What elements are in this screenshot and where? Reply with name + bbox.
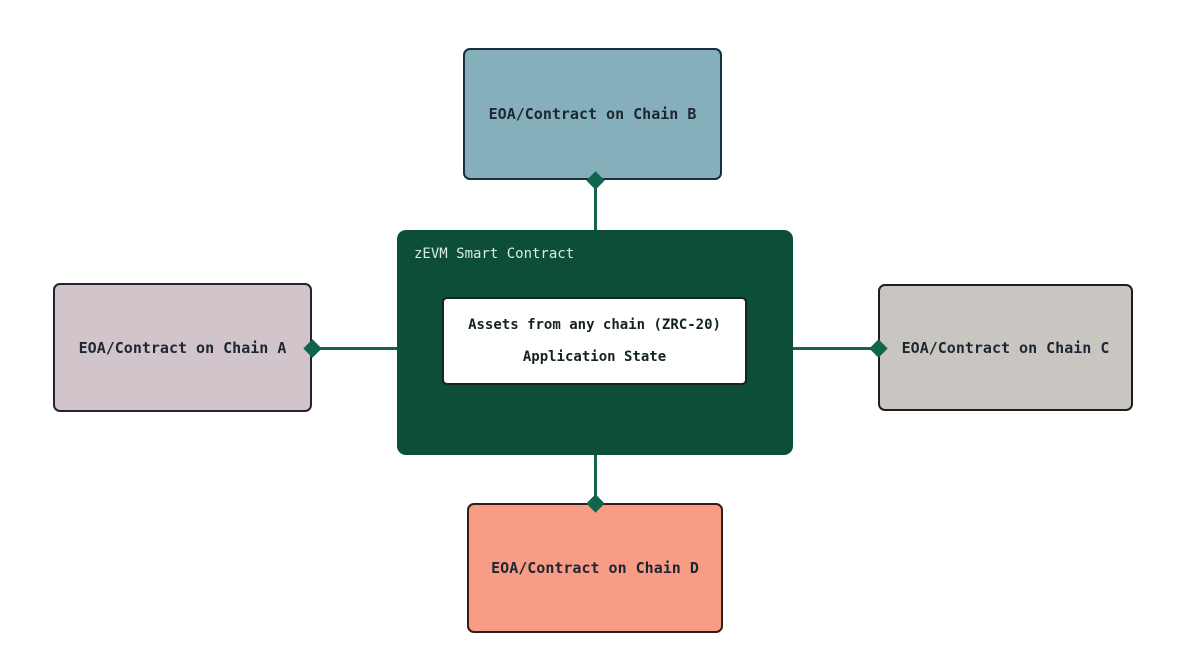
connector-right-line [792,346,879,350]
node-chain-c: EOA/Contract on Chain C [878,284,1133,411]
connector-left-line [311,346,398,350]
node-zevm-smart-contract: zEVM Smart Contract Assets from any chai… [397,230,793,455]
node-chain-a: EOA/Contract on Chain A [53,283,312,412]
node-chain-d-label: EOA/Contract on Chain D [491,559,699,577]
connector-top-line [593,180,597,231]
application-state-line: Application State [522,349,667,365]
node-chain-d: EOA/Contract on Chain D [467,503,723,633]
node-chain-a-label: EOA/Contract on Chain A [78,338,287,357]
node-chain-b-label: EOA/Contract on Chain B [488,105,697,123]
zevm-smart-contract-title: zEVM Smart Contract [414,246,575,262]
node-chain-c-label: EOA/Contract on Chain C [901,338,1110,357]
connector-bottom-line [593,454,597,504]
zevm-inner-state-box: Assets from any chain (ZRC-20) Applicati… [442,297,747,385]
node-chain-b: EOA/Contract on Chain B [463,48,722,180]
assets-line: Assets from any chain (ZRC-20) [468,317,721,333]
